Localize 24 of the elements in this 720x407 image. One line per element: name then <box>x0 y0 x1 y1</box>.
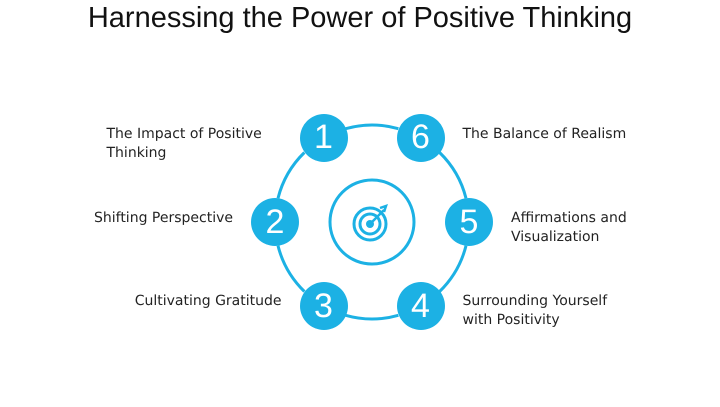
step-label: The Balance of Realism <box>462 125 626 144</box>
step-label: Cultivating Gratitude <box>134 292 282 311</box>
ring-connector <box>345 124 399 130</box>
step-label: Surrounding Yourself with Positivity <box>462 292 608 330</box>
step-number: 3 <box>314 286 333 326</box>
step-number: 6 <box>411 118 430 158</box>
step-label: The Impact of Positive Thinking <box>106 125 263 163</box>
step-number: 2 <box>266 202 284 242</box>
ring-connector <box>438 245 468 293</box>
number-circle <box>251 198 299 246</box>
step-label: Affirmations and Visualization <box>511 209 628 247</box>
step-number: 5 <box>460 202 478 242</box>
ring-connector <box>345 314 399 320</box>
number-circle <box>445 198 493 246</box>
step-label: Shifting Perspective <box>94 209 233 228</box>
title: Harnessing the Power of Positive Thinking <box>86 2 634 35</box>
number-circle <box>300 282 348 330</box>
number-circle <box>396 282 444 330</box>
ring-connector <box>438 151 468 199</box>
step-number: 4 <box>411 286 430 326</box>
step-number: 1 <box>314 118 333 158</box>
ring-connector <box>276 245 306 293</box>
ring-connector <box>276 151 306 199</box>
number-circle <box>300 114 348 162</box>
